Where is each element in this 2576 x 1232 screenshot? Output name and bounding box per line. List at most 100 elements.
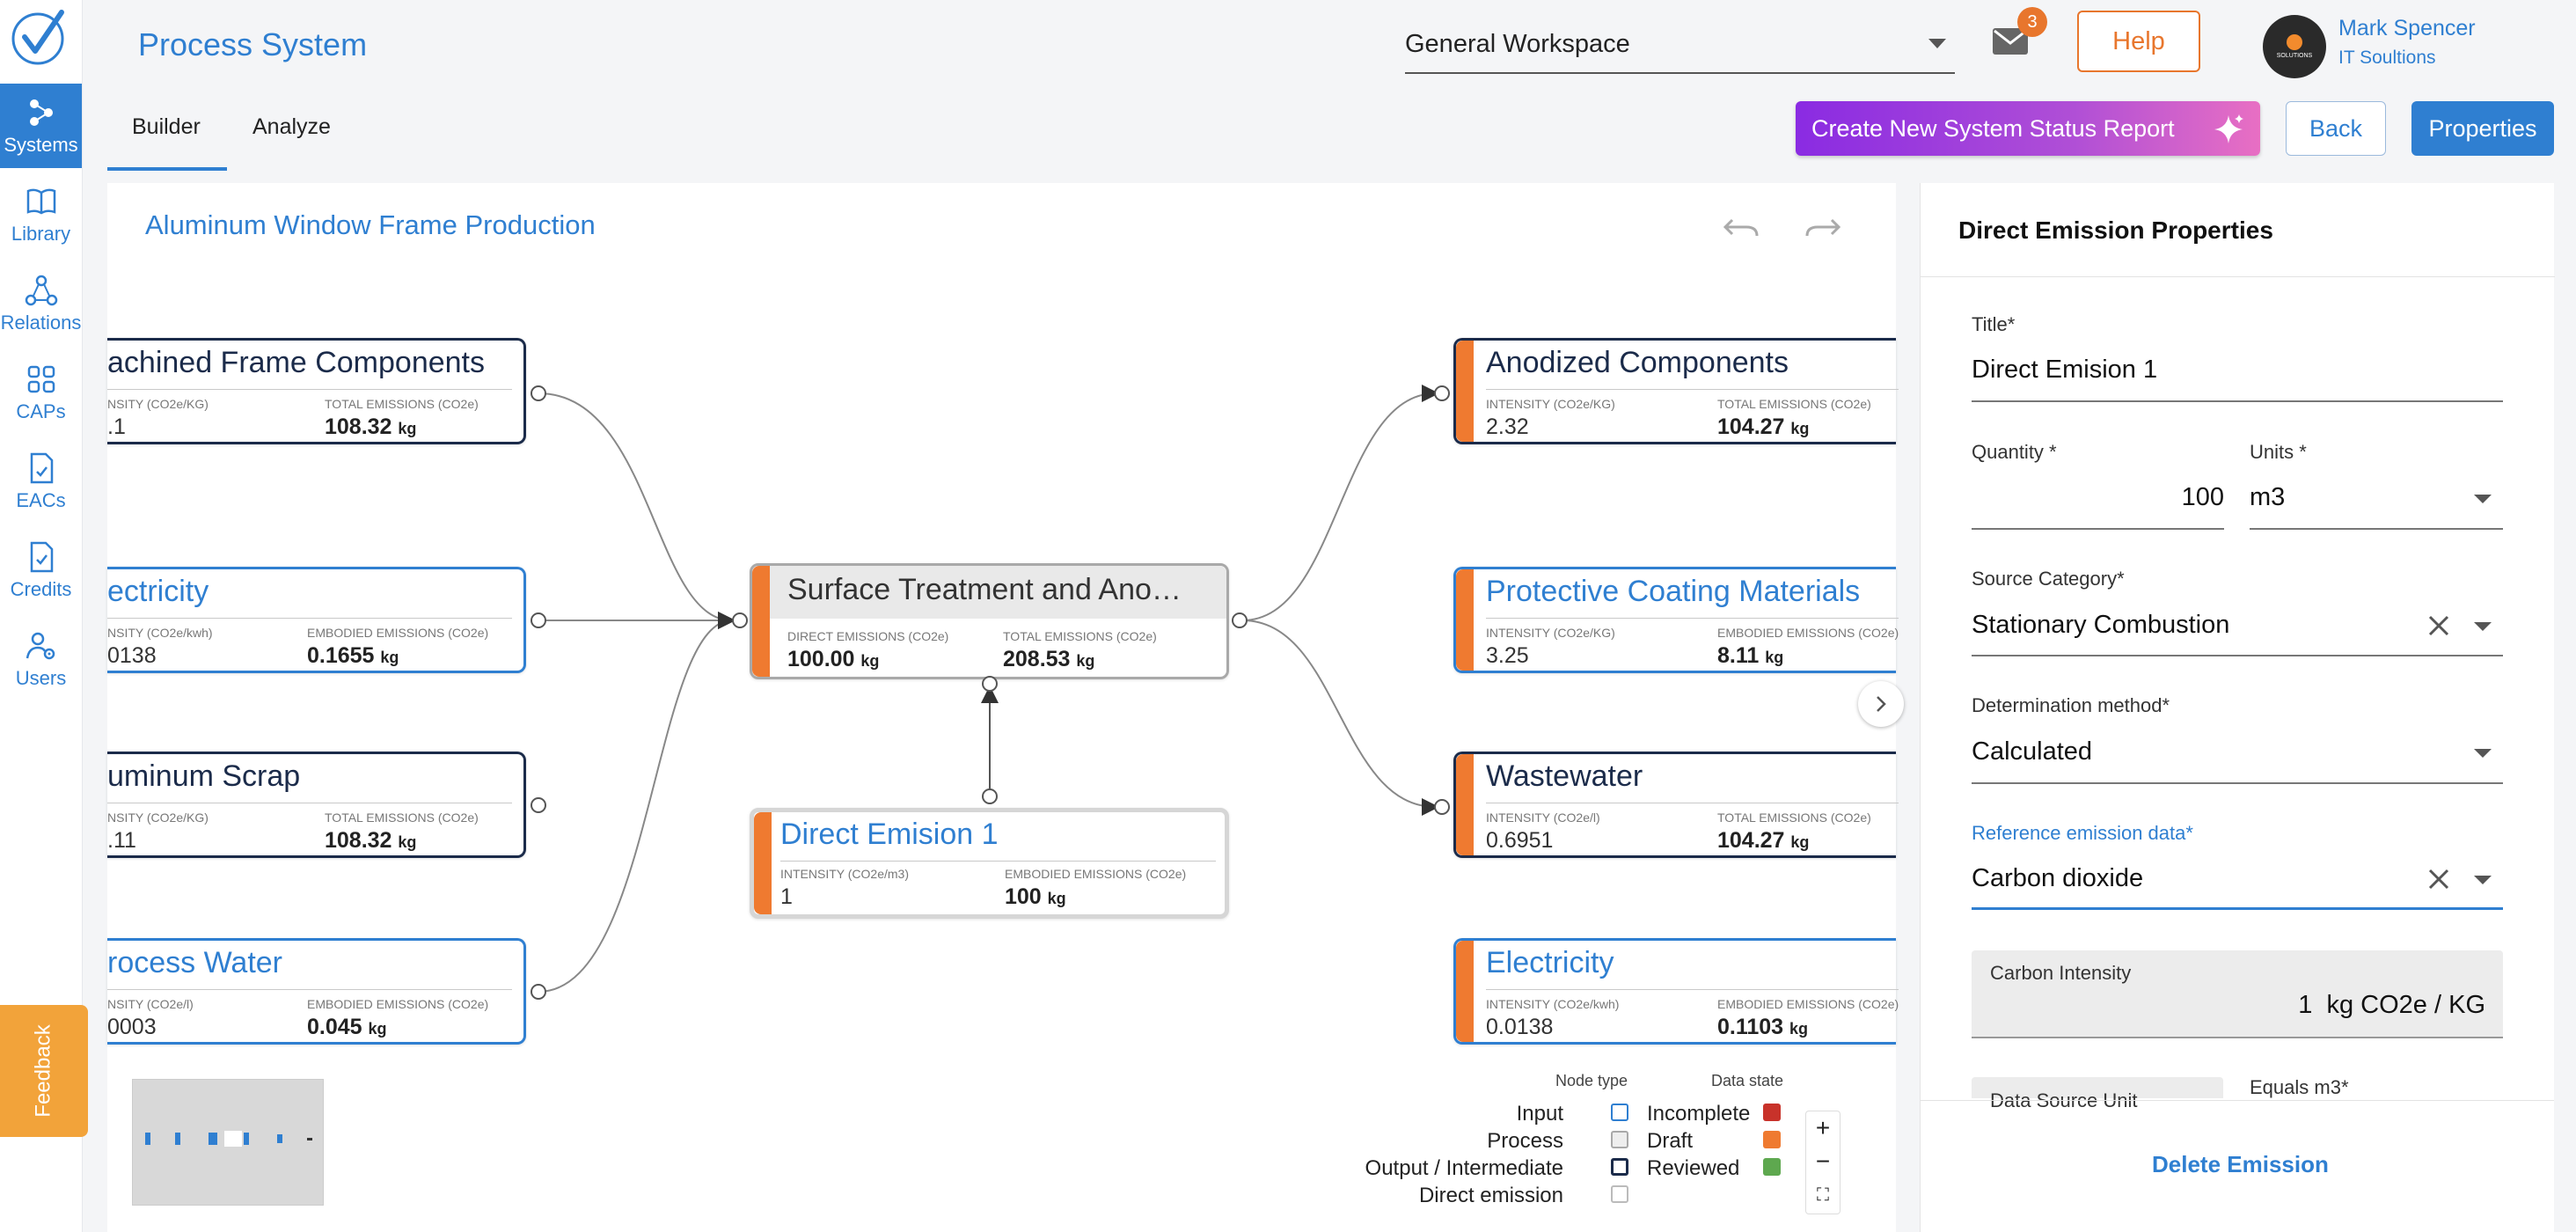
mail-icon[interactable] bbox=[1990, 23, 2031, 58]
node-aluminum-scrap[interactable]: uminum Scrap NSITY (CO2e/KG) .11 TOTAL E… bbox=[107, 752, 526, 858]
app-logo-icon[interactable] bbox=[7, 7, 69, 69]
properties-button[interactable]: Properties bbox=[2411, 101, 2554, 156]
avatar[interactable]: SOLUTIONS bbox=[2263, 15, 2326, 78]
create-status-report-button[interactable]: Create New System Status Report bbox=[1796, 101, 2260, 156]
help-button[interactable]: Help bbox=[2077, 11, 2200, 72]
nav-credits[interactable]: Credits bbox=[0, 528, 82, 612]
zoom-in-button[interactable]: + bbox=[1815, 1114, 1831, 1141]
clear-icon[interactable] bbox=[2426, 867, 2451, 891]
process-canvas[interactable]: Aluminum Window Frame Production achined… bbox=[107, 183, 1904, 1232]
delete-emission-button[interactable]: Delete Emission bbox=[2152, 1151, 2329, 1177]
tab-analyze[interactable]: Analyze bbox=[252, 114, 331, 139]
output-port[interactable] bbox=[531, 612, 546, 628]
avatar-text: SOLUTIONS bbox=[2276, 53, 2313, 59]
determination-method-select[interactable]: Calculated bbox=[1972, 737, 2093, 766]
input-port[interactable] bbox=[1434, 385, 1450, 401]
carbon-intensity-value: 1 kg CO2e / KG bbox=[2298, 991, 2485, 1019]
back-button[interactable]: Back bbox=[2286, 101, 2386, 156]
draft-state-bar bbox=[1456, 754, 1474, 855]
node-process-surface-treatment[interactable]: Surface Treatment and Ano… DIRECT EMISSI… bbox=[750, 563, 1229, 679]
node-metric-value: 8.11 kg bbox=[1717, 643, 1784, 668]
input-port[interactable] bbox=[732, 612, 748, 628]
node-metric-label: EMBODIED EMISSIONS (CO2e) bbox=[1005, 867, 1187, 881]
fit-view-button[interactable]: ⛶ bbox=[1817, 1184, 1829, 1205]
nav-label: CAPs bbox=[16, 400, 66, 422]
chevron-right-icon bbox=[1877, 696, 1886, 712]
node-metric-value: 0.1103 kg bbox=[1717, 1015, 1809, 1039]
legend-incomplete-label: Incomplete bbox=[1647, 1102, 1751, 1126]
output-port[interactable] bbox=[1232, 612, 1248, 628]
units-select[interactable]: m3 bbox=[2250, 483, 2286, 511]
clear-icon[interactable] bbox=[2426, 613, 2451, 638]
nav-users[interactable]: Users bbox=[0, 617, 82, 701]
draft-state-bar bbox=[754, 812, 772, 914]
input-port[interactable] bbox=[1434, 799, 1450, 815]
draft-state-bar bbox=[1456, 569, 1474, 671]
node-metric-value: 0.0138 bbox=[1486, 1015, 1554, 1039]
reference-emission-underline bbox=[1972, 907, 2503, 910]
node-metric-value: 108.32 kg bbox=[325, 414, 417, 439]
nav-label: Relations bbox=[0, 312, 82, 334]
draft-state-bar bbox=[1456, 941, 1474, 1042]
legend-output-label: Output / Intermediate bbox=[1365, 1156, 1563, 1180]
quantity-field[interactable]: 100 bbox=[2181, 483, 2224, 511]
title-field[interactable]: Direct Emision 1 bbox=[1972, 356, 2158, 384]
source-category-select[interactable]: Stationary Combustion bbox=[1972, 611, 2230, 639]
chevron-down-icon[interactable] bbox=[2474, 749, 2492, 758]
user-name[interactable]: Mark Spencer bbox=[2338, 16, 2476, 40]
node-metric-label: INTENSITY (CO2e/KG) bbox=[1486, 397, 1615, 411]
output-port[interactable] bbox=[982, 788, 998, 804]
node-metric-label: EMBODIED EMISSIONS (CO2e) bbox=[307, 997, 489, 1011]
canvas-minimap[interactable] bbox=[132, 1079, 324, 1206]
nav-eacs[interactable]: EACs bbox=[0, 439, 82, 524]
node-metric-value: 108.32 kg bbox=[325, 828, 417, 853]
node-direct-emission[interactable]: Direct Emision 1 INTENSITY (CO2e/m3) 1 E… bbox=[750, 808, 1229, 919]
tab-builder[interactable]: Builder bbox=[132, 114, 201, 139]
node-wastewater[interactable]: Wastewater INTENSITY (CO2e/l) 0.6951 TOT… bbox=[1453, 752, 1899, 858]
node-process-water[interactable]: rocess Water NSITY (CO2e/l) 0003 EMBODIE… bbox=[107, 938, 526, 1045]
chevron-down-icon[interactable] bbox=[2474, 876, 2492, 884]
undo-icon[interactable] bbox=[1722, 209, 1760, 245]
feedback-tab[interactable]: Feedback bbox=[0, 1005, 88, 1137]
grid-icon bbox=[27, 365, 55, 393]
node-anodized-components[interactable]: Anodized Components INTENSITY (CO2e/KG) … bbox=[1453, 338, 1899, 444]
nav-label: Credits bbox=[10, 578, 72, 600]
node-metric-label: TOTAL EMISSIONS (CO2e) bbox=[1717, 397, 1871, 411]
node-electricity[interactable]: ectricity NSITY (CO2e/kwh) 0138 EMBODIED… bbox=[107, 567, 526, 673]
node-metric-label: NSITY (CO2e/l) bbox=[107, 997, 194, 1011]
chevron-down-icon[interactable] bbox=[2474, 622, 2492, 631]
expand-panel-button[interactable] bbox=[1858, 681, 1904, 727]
data-source-unit-field[interactable]: Data Source Unit bbox=[1972, 1077, 2223, 1111]
units-select-underline bbox=[2250, 528, 2503, 530]
workspace-select[interactable]: General Workspace bbox=[1405, 16, 1955, 74]
input-port[interactable] bbox=[982, 676, 998, 692]
workspace-value: General Workspace bbox=[1405, 29, 1630, 58]
nav-caps[interactable]: CAPs bbox=[0, 350, 82, 435]
properties-panel: Direct Emission Properties bbox=[1920, 183, 2555, 1232]
carbon-intensity-field: Carbon Intensity 1 kg CO2e / KG bbox=[1972, 950, 2503, 1038]
report-button-label: Create New System Status Report bbox=[1811, 114, 2175, 142]
nav-library[interactable]: Library bbox=[0, 172, 82, 257]
app-title: Process System bbox=[138, 26, 368, 62]
user-organization: IT Soultions bbox=[2338, 48, 2436, 68]
node-metric-value: 0.6951 bbox=[1486, 828, 1554, 853]
output-port[interactable] bbox=[531, 797, 546, 813]
node-machined-frame-components[interactable]: achined Frame Components NSITY (CO2e/KG)… bbox=[107, 338, 526, 444]
determination-method-underline bbox=[1972, 782, 2503, 784]
reference-emission-input[interactable]: Carbon dioxide bbox=[1972, 864, 2144, 892]
redo-icon[interactable] bbox=[1804, 209, 1842, 245]
quantity-field-label: Quantity * bbox=[1972, 441, 2057, 463]
node-metric-label: EMBODIED EMISSIONS (CO2e) bbox=[1717, 997, 1899, 1011]
units-field-label: Units * bbox=[2250, 441, 2307, 463]
nav-systems[interactable]: Systems bbox=[0, 84, 82, 168]
output-port[interactable] bbox=[531, 984, 546, 1000]
node-protective-coating-materials[interactable]: Protective Coating Materials INTENSITY (… bbox=[1453, 567, 1899, 673]
nav-relations[interactable]: Relations bbox=[0, 261, 82, 346]
node-metric-label: NSITY (CO2e/KG) bbox=[107, 810, 209, 825]
node-divider bbox=[1486, 989, 1899, 990]
node-metric-label: TOTAL EMISSIONS (CO2e) bbox=[1717, 810, 1871, 825]
node-electricity-output[interactable]: Electricity INTENSITY (CO2e/kwh) 0.0138 … bbox=[1453, 938, 1899, 1045]
output-port[interactable] bbox=[531, 385, 546, 401]
chevron-down-icon[interactable] bbox=[2474, 495, 2492, 503]
zoom-out-button[interactable]: − bbox=[1815, 1148, 1831, 1175]
